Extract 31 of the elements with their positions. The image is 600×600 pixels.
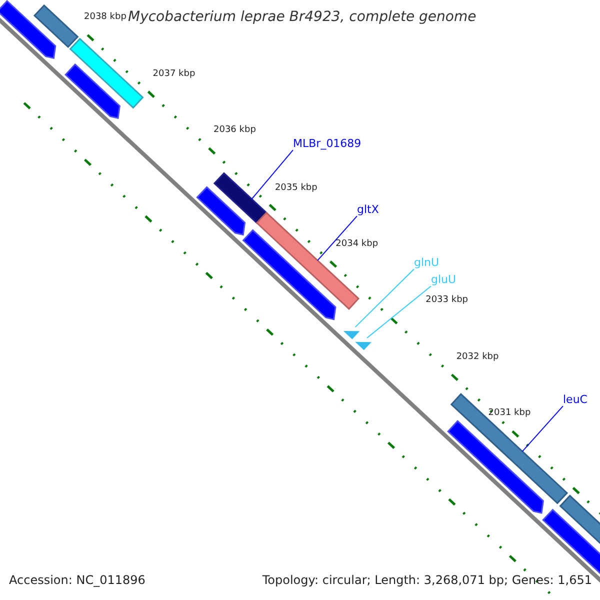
scale-label: 2034 kbp [336, 240, 378, 250]
scale-label: 2032 kbp [456, 352, 499, 363]
gene-feature [242, 229, 336, 320]
gene-feature [64, 63, 120, 120]
footer-text: Accession: NC_011896 [9, 574, 146, 588]
gene-feature [33, 4, 79, 48]
footer-text: Topology: circular; Length: 3,268,071 bp; Genes: 1,651 [262, 574, 592, 588]
gene-feature [69, 38, 144, 109]
triangle-marker [355, 342, 372, 350]
scale-label: 2033 kbp [426, 296, 468, 306]
triangle-marker [343, 331, 360, 340]
gene-feature [196, 186, 246, 236]
scale-label: 2037 kbp [152, 70, 196, 80]
gene-feature [213, 172, 268, 224]
leader-line [522, 406, 564, 452]
leader-line [354, 268, 414, 328]
leader-line [251, 150, 294, 200]
leader-line [317, 216, 358, 261]
scale-label: 2031 kbp [488, 408, 531, 419]
gene-label: leuC [563, 394, 588, 406]
gene-feature [447, 420, 544, 514]
gene-feature [0, 0, 56, 60]
scale-label: 2038 kbp [84, 13, 126, 23]
gene-label: gltX [357, 204, 379, 216]
leader-line [366, 286, 432, 338]
gene-label: gluU [431, 274, 456, 286]
gene-label: glnU [414, 257, 440, 270]
scale-label: 2036 kbp [214, 126, 256, 136]
title: Mycobacterium leprae Br4923, complete genome [128, 10, 476, 26]
scale-label: 2035 kbp [274, 184, 318, 194]
gene-label: MLBr_01689 [293, 138, 362, 150]
